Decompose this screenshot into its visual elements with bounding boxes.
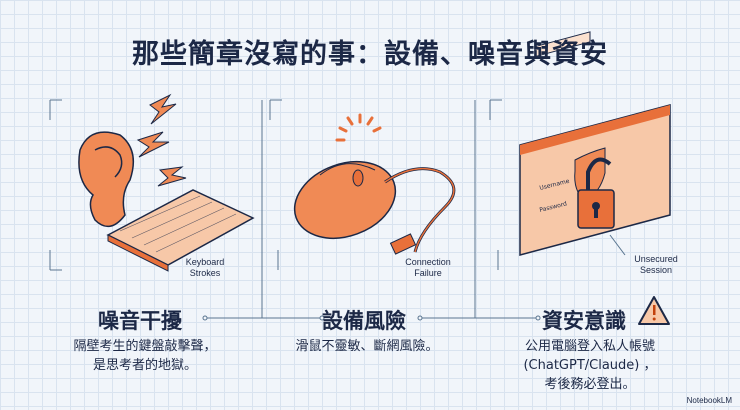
description-line: 滑鼠不靈敏、斷網風險。	[295, 339, 439, 354]
heading-security: 資安意識	[542, 309, 626, 333]
description-line: 隔壁考生的鍵盤敲擊聲，	[73, 339, 217, 354]
ear-keyboard-icon	[78, 93, 255, 272]
mouse-icon	[293, 113, 456, 255]
callout-keyboard-strokes: Keyboard Strokes	[180, 257, 230, 279]
callout-line: Unsecured	[634, 254, 678, 264]
heading-noise: 噪音干擾	[98, 309, 182, 333]
callout-unsecured-session: Unsecured Session	[628, 254, 684, 276]
page-title: 那些簡章沒寫的事：設備、噪音與資安	[132, 39, 608, 70]
callout-line: Failure	[414, 268, 442, 278]
description-noise: 隔壁考生的鍵盤敲擊聲， 是思考者的地獄。	[40, 337, 250, 375]
callout-line: Session	[639, 265, 673, 275]
connector-lines	[49, 99, 541, 321]
padlock-login-icon	[519, 31, 671, 256]
callout-line: Strokes	[189, 268, 221, 278]
callout-line: Connection	[405, 257, 451, 267]
description-line: (ChatGPT/Claude) ，	[523, 358, 657, 373]
heading-equipment: 設備風險	[322, 309, 406, 333]
callout-connection-failure: Connection Failure	[400, 257, 456, 279]
description-equipment: 滑鼠不靈敏、斷網風險。	[262, 337, 472, 356]
notebooklm-brand: NotebookLM	[686, 396, 732, 405]
callout-line: Keyboard	[185, 257, 225, 267]
description-security: 公用電腦登入私人帳號 (ChatGPT/Claude) ， 考後務必登出。	[490, 337, 690, 394]
description-line: 是思考者的地獄。	[92, 358, 197, 373]
description-line: 考後務必登出。	[544, 377, 636, 392]
warning-icon	[638, 296, 670, 325]
description-line: 公用電腦登入私人帳號	[524, 339, 655, 354]
